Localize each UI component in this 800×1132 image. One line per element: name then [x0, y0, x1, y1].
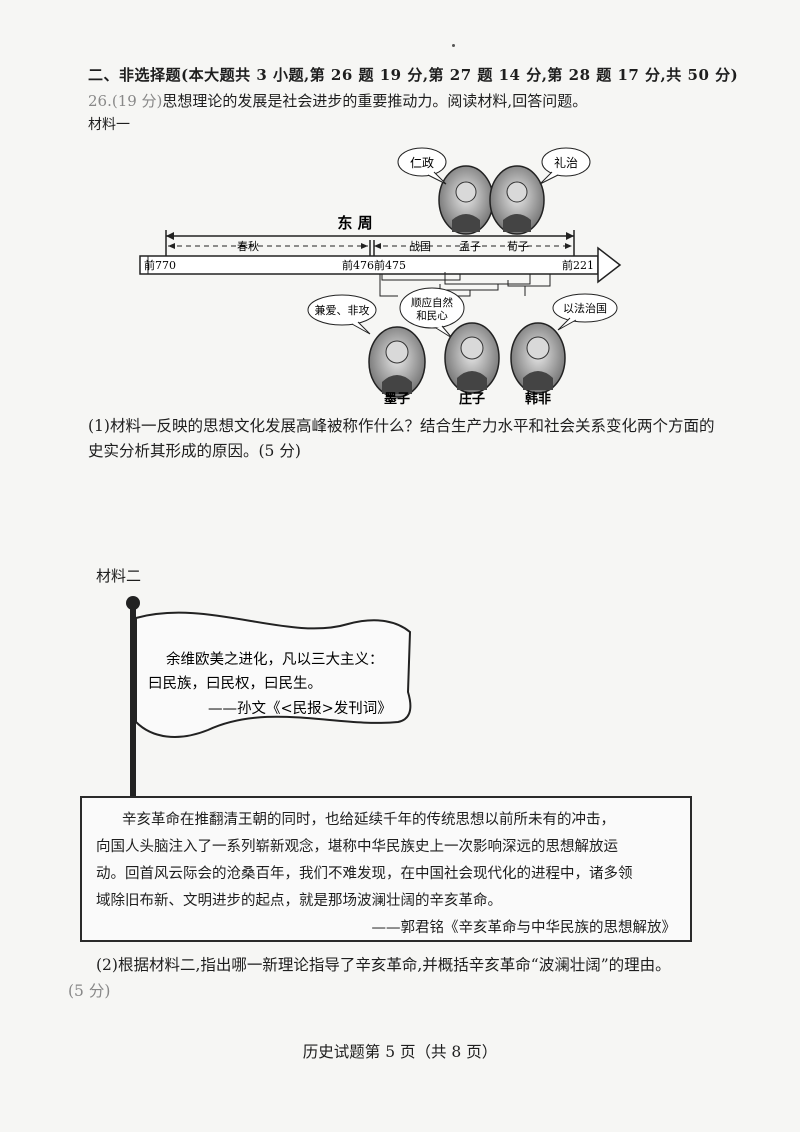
question-1: (1)材料一反映的思想文化发展高峰被称作什么？结合生产力水平和社会关系变化两个方…: [88, 417, 715, 460]
question-2-text: (2)根据材料二,指出哪一新理论指导了辛亥革命,并概括辛亥革命“波澜壮阔”的理由…: [96, 956, 671, 974]
bubble-text-line: 顺应自然: [411, 296, 453, 309]
portrait-xunzi: [489, 165, 545, 235]
section-title: 二、非选择题(本大题共 3 小题,第 26 题 19 分,第 27 题 14 分…: [88, 66, 739, 84]
quote-line-4: 域除旧布新、文明进步的起点，就是那场波澜壮阔的辛亥革命。: [96, 893, 502, 909]
material2-label: 材料二: [96, 567, 142, 585]
timeline-start: 前770: [144, 258, 176, 272]
page-footer: 历史试题第 5 页（共 8 页）: [302, 1043, 498, 1061]
portrait-zhuangzi: [444, 322, 500, 394]
question-2-score: (5 分): [68, 982, 111, 1000]
figure-name: 孟子: [459, 240, 481, 253]
figure-name: 韩非: [525, 391, 551, 405]
bubble-renzheng: 仁政: [397, 147, 447, 185]
question-number: 26.(19 分): [88, 92, 163, 110]
timeline-end: 前221: [562, 258, 594, 272]
figure-name: 庄子: [459, 391, 485, 405]
portrait-hanfei: [510, 322, 566, 394]
portrait-mencius: [438, 165, 494, 235]
question-2: (2)根据材料二,指出哪一新理论指导了辛亥革命,并概括辛亥革命“波澜壮阔”的理由…: [68, 952, 736, 1004]
flag-source: ——孙文《<民报>发刊词》: [208, 700, 392, 717]
material1-label: 材料一: [88, 117, 130, 133]
bubble-text: 仁政: [410, 156, 434, 170]
quote-line-3: 动。回首风云际会的沧桑百年，我们不难发现，在中国社会现代化的进程中，诸多领: [96, 866, 633, 882]
quote-line-2: 向国人头脑注入了一系列崭新观念，堪称中华民族史上一次影响深远的思想解放运: [96, 839, 618, 855]
period-label-zhanguo: 战国: [409, 240, 431, 253]
speck: [452, 44, 455, 47]
flag-line-1: 余维欧美之进化，凡以三大主义：: [166, 650, 384, 668]
bubble-text: 以法治国: [563, 301, 607, 315]
timeline-figure: 仁政 礼治 东 周 春秋 战国 孟子 荀子 前770 前476前475 前221…: [139, 147, 622, 405]
bubble-lizhi: 礼治: [539, 147, 591, 185]
portrait-mozi: [368, 326, 426, 398]
period-label-chunqiu: 春秋: [237, 239, 259, 253]
figure-name: 墨子: [384, 392, 410, 405]
bubble-text-line: 和民心: [416, 310, 448, 322]
quote-line-1: 辛亥革命在推翻清王朝的同时，也给延续千年的传统思想以前所未有的冲击，: [122, 812, 615, 828]
bubble-text: 兼爱、非攻: [315, 303, 370, 317]
timeline-mid: 前476前475: [342, 258, 406, 272]
bubble-yifa: 以法治国: [552, 293, 618, 331]
quote-box: 辛亥革命在推翻清王朝的同时，也给延续千年的传统思想以前所未有的冲击， 向国人头脑…: [80, 796, 692, 942]
figure-name: 荀子: [507, 240, 529, 253]
bubble-text: 礼治: [554, 155, 578, 170]
bubble-jianai: 兼爱、非攻: [307, 294, 377, 335]
era-label: 东 周: [337, 214, 372, 232]
bubble-shunying: 顺应自然 和民心: [399, 287, 465, 339]
flag-line-2: 曰民族，曰民权，曰民生。: [148, 675, 322, 692]
question-intro: 26.(19 分)思想理论的发展是社会进步的重要推动力。阅读材料,回答问题。: [88, 90, 587, 111]
quote-source: ——郭君铭《辛亥革命与中华民族的思想解放》: [371, 920, 677, 936]
question-intro-text: 思想理论的发展是社会进步的重要推动力。阅读材料,回答问题。: [162, 92, 588, 110]
flag-illustration: 余维欧美之进化，凡以三大主义： 曰民族，曰民权，曰民生。 ——孙文《<民报>发刊…: [126, 596, 412, 798]
